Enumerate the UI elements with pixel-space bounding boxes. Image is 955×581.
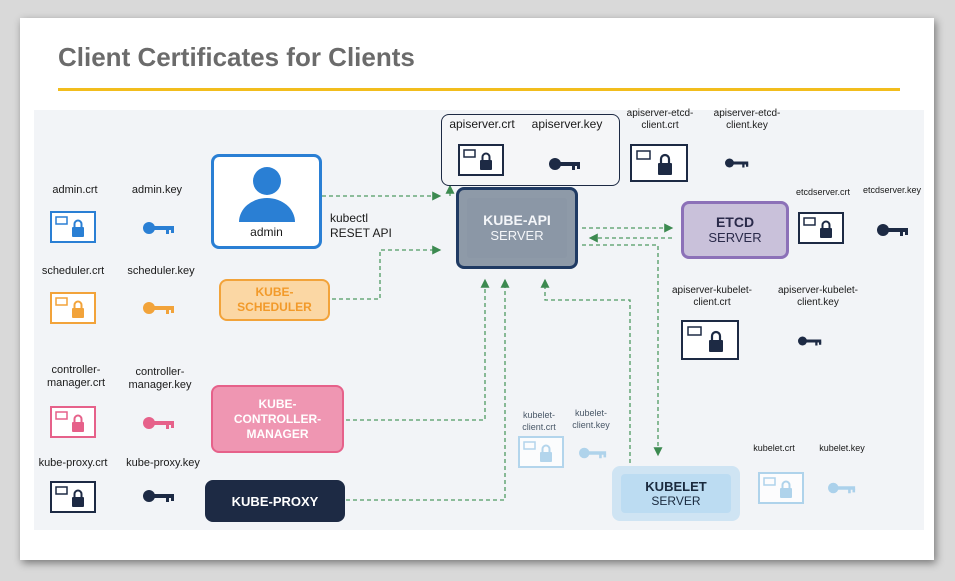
certificate-icon <box>50 406 96 443</box>
api-box-line1: KUBE-API <box>483 212 551 228</box>
apiserver-kubelet-client-key-label: apiserver-kubelet- client.key <box>768 285 868 309</box>
certificate-icon <box>50 211 96 248</box>
key-icon <box>142 300 176 321</box>
page-title: Client Certificates for Clients <box>58 42 415 72</box>
kubelet-client-key-line2: client.key <box>572 420 610 430</box>
etcd-box-line2: SERVER <box>708 230 762 245</box>
kubelet-cert-label: kubelet.crt <box>753 443 795 453</box>
certificate-icon <box>50 292 96 329</box>
certificate-icon <box>458 144 504 181</box>
controller-box-line2: CONTROLLER- <box>233 411 322 426</box>
scheduler-key-label: scheduler.key <box>127 265 195 277</box>
certificate-icon <box>798 212 844 249</box>
scheduler-box-line2: SCHEDULER <box>237 300 312 314</box>
kubelet-client-key-line2: client.key <box>797 297 839 308</box>
kubelet-client-cert-line2: client.crt <box>693 297 731 308</box>
api-box-line2: SERVER <box>490 228 544 243</box>
scheduler-cert-label: scheduler.crt <box>41 265 105 277</box>
kubelet-client-crt-line1: kubelet- <box>522 410 556 420</box>
certificate-icon <box>630 144 688 187</box>
key-icon <box>797 334 823 352</box>
user-icon <box>238 166 295 222</box>
kubelet-client-crt-line2: client.crt <box>522 422 556 432</box>
etcd-server-box: ETCD SERVER <box>681 201 789 259</box>
kubelet-client-key-label: kubelet- client.key <box>566 407 616 431</box>
controller-cert-label: controller- manager.crt <box>36 364 116 390</box>
kubelet-box-line2: SERVER <box>651 493 701 508</box>
title-underline <box>58 88 900 91</box>
admin-key-label: admin.key <box>131 184 183 196</box>
key-icon <box>142 415 176 436</box>
key-icon <box>724 156 750 174</box>
certificate-icon <box>681 320 739 365</box>
etcd-client-key-line1: apiserver-etcd- <box>713 108 781 119</box>
certificate-icon <box>758 472 804 509</box>
controller-key-line1: controller- <box>135 366 185 378</box>
certificate-icon <box>50 481 96 518</box>
key-icon <box>578 446 608 465</box>
scheduler-box-line1: KUBE- <box>255 285 294 299</box>
key-icon <box>876 222 910 243</box>
kubelet-server-box: KUBELET SERVER <box>612 466 740 521</box>
kubelet-box-line1: KUBELET <box>645 478 707 494</box>
kube-proxy-box: KUBE-PROXY <box>205 480 345 522</box>
rest-api-text: RESET API <box>330 226 392 240</box>
apiserver-etcd-client-key-label: apiserver-etcd- client.key <box>705 108 789 132</box>
controller-cert-line1: controller- <box>51 364 101 376</box>
apiserver-etcd-client-cert-label: apiserver-etcd- client.crt <box>618 108 702 132</box>
apiserver-key-label: apiserver.key <box>531 117 603 131</box>
key-icon <box>142 220 176 241</box>
kube-controller-manager-box: KUBE- CONTROLLER- MANAGER <box>211 385 344 453</box>
kube-scheduler-box: KUBE- SCHEDULER <box>219 279 330 321</box>
kubelet-client-key-line1: kubelet- <box>574 408 608 418</box>
kube-api-server-box: KUBE-API SERVER <box>456 187 578 269</box>
certificate-icon <box>518 436 564 473</box>
key-icon <box>827 481 857 500</box>
proxy-box-label: KUBE-PROXY <box>231 493 319 509</box>
kubectl-label: kubectl RESET API <box>330 211 392 241</box>
etcd-client-cert-line1: apiserver-etcd- <box>626 108 694 119</box>
key-icon <box>548 156 582 177</box>
proxy-key-label: kube-proxy.key <box>126 457 200 469</box>
kubectl-text: kubectl <box>330 211 369 225</box>
proxy-cert-label: kube-proxy.crt <box>38 457 108 469</box>
kubelet-key-label: kubelet.key <box>819 443 865 453</box>
controller-box-line3: MANAGER <box>246 426 309 441</box>
controller-key-label: controller- manager.key <box>120 366 200 392</box>
apiserver-cert-label: apiserver.crt <box>449 117 515 131</box>
etcd-client-cert-line2: client.crt <box>641 120 679 131</box>
controller-cert-line2: manager.crt <box>46 377 106 389</box>
admin-cert-label: admin.crt <box>52 184 98 196</box>
kubelet-client-cert-label: kubelet- client.crt <box>514 409 564 433</box>
etcd-client-key-line2: client.key <box>726 120 768 131</box>
etcd-server-cert-label: etcdserver.crt <box>795 187 851 197</box>
etcd-server-key-label: etcdserver.key <box>862 185 922 195</box>
admin-box-label: admin <box>250 224 283 239</box>
etcd-box-line1: ETCD <box>715 214 755 230</box>
admin-box: admin <box>211 154 322 249</box>
controller-box-line1: KUBE- <box>258 396 297 411</box>
apiserver-kubelet-client-cert-label: apiserver-kubelet- client.crt <box>662 285 762 309</box>
controller-key-line2: manager.key <box>128 379 192 391</box>
kubelet-client-cert-line1: apiserver-kubelet- <box>671 285 753 296</box>
key-icon <box>142 488 176 509</box>
kubelet-client-key-line1: apiserver-kubelet- <box>777 285 859 296</box>
